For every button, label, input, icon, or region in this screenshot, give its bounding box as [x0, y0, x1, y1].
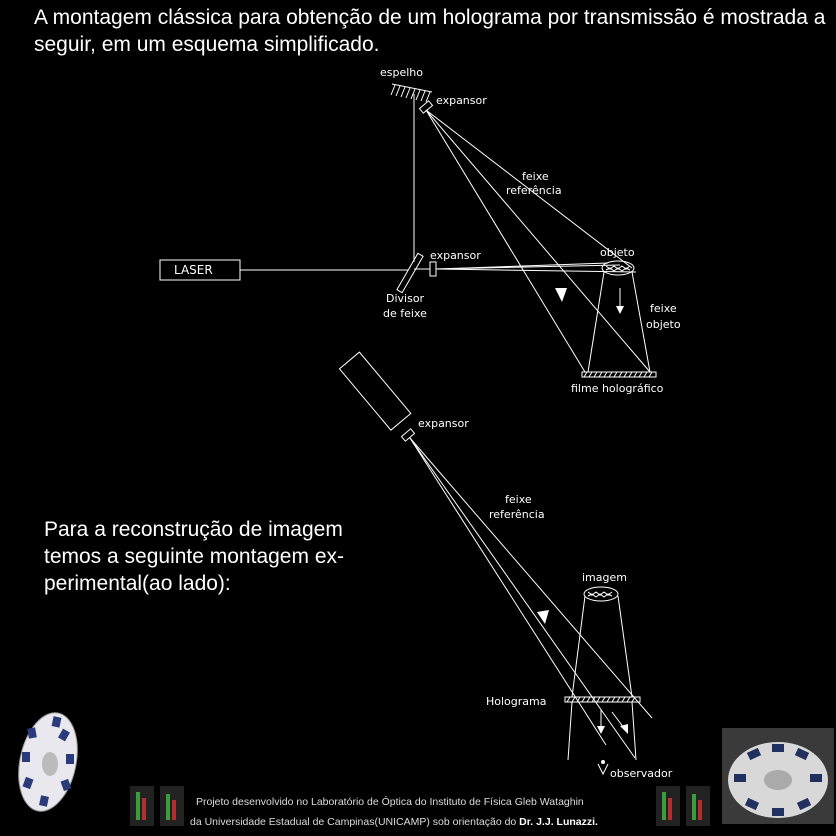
reference-beam-edge-right [425, 109, 651, 373]
object-arrow [616, 306, 624, 314]
expander-mid-shape [429, 261, 437, 277]
lab-logo-left [130, 786, 184, 826]
object-shape [601, 260, 635, 276]
footer-line-2-prefix: da Universidade Estadual de Campinas(UNI… [190, 816, 520, 828]
splitter-label-2: de feixe [383, 307, 427, 320]
lab-logo-right [656, 786, 710, 826]
intro-text: A montagem clássica para obtenção de um … [34, 6, 826, 56]
film-label: filme holográfico [571, 382, 664, 395]
expander2-label: expansor [418, 417, 469, 430]
footer-author: Dr. J.J. Lunazzi. [519, 816, 598, 828]
image-label: imagem [582, 571, 627, 584]
reference-beam2-label-2: referência [489, 508, 545, 521]
object-beam-label-1: feixe [650, 302, 677, 315]
reference-beam-edge-left [425, 109, 586, 373]
hologram-disc-photo [722, 728, 834, 824]
expander2-shape [400, 428, 416, 442]
laser2-shape [338, 351, 412, 431]
reference-beam-label-2: referência [506, 184, 562, 197]
beam-splitter-shape [396, 252, 424, 294]
expander-top-shape [418, 100, 434, 114]
reconstruction-text: Para a reconstrução de imagem temos a se… [44, 518, 344, 595]
footer-credits: Projeto desenvolvido no Laboratório de Ó… [190, 792, 660, 832]
reference-arrow-1 [555, 288, 567, 302]
footer-line-1: Projeto desenvolvido no Laboratório de Ó… [196, 796, 584, 808]
hologram-label: Holograma [486, 695, 547, 708]
reference-beam2-label-1: feixe [505, 493, 532, 506]
object-label: objeto [600, 246, 635, 259]
reference-beam-label-1: feixe [522, 170, 549, 183]
footer-line-2: da Universidade Estadual de Campinas(UNI… [190, 812, 660, 832]
laser-label: LASER [174, 263, 213, 277]
mirror-label: espelho [380, 66, 423, 79]
splitter-label-1: Divisor [386, 292, 425, 305]
observer-label: observador [610, 767, 673, 780]
expander-mid-label: expansor [430, 249, 481, 262]
hologram-disc-image [18, 712, 78, 812]
image-shape [583, 586, 619, 602]
mirror-shape [390, 83, 433, 103]
observer-shape [597, 763, 609, 776]
object-beam-label-2: objeto [646, 318, 681, 331]
expander-top-label: expansor [436, 94, 487, 107]
reference-arrow-2 [537, 610, 549, 624]
